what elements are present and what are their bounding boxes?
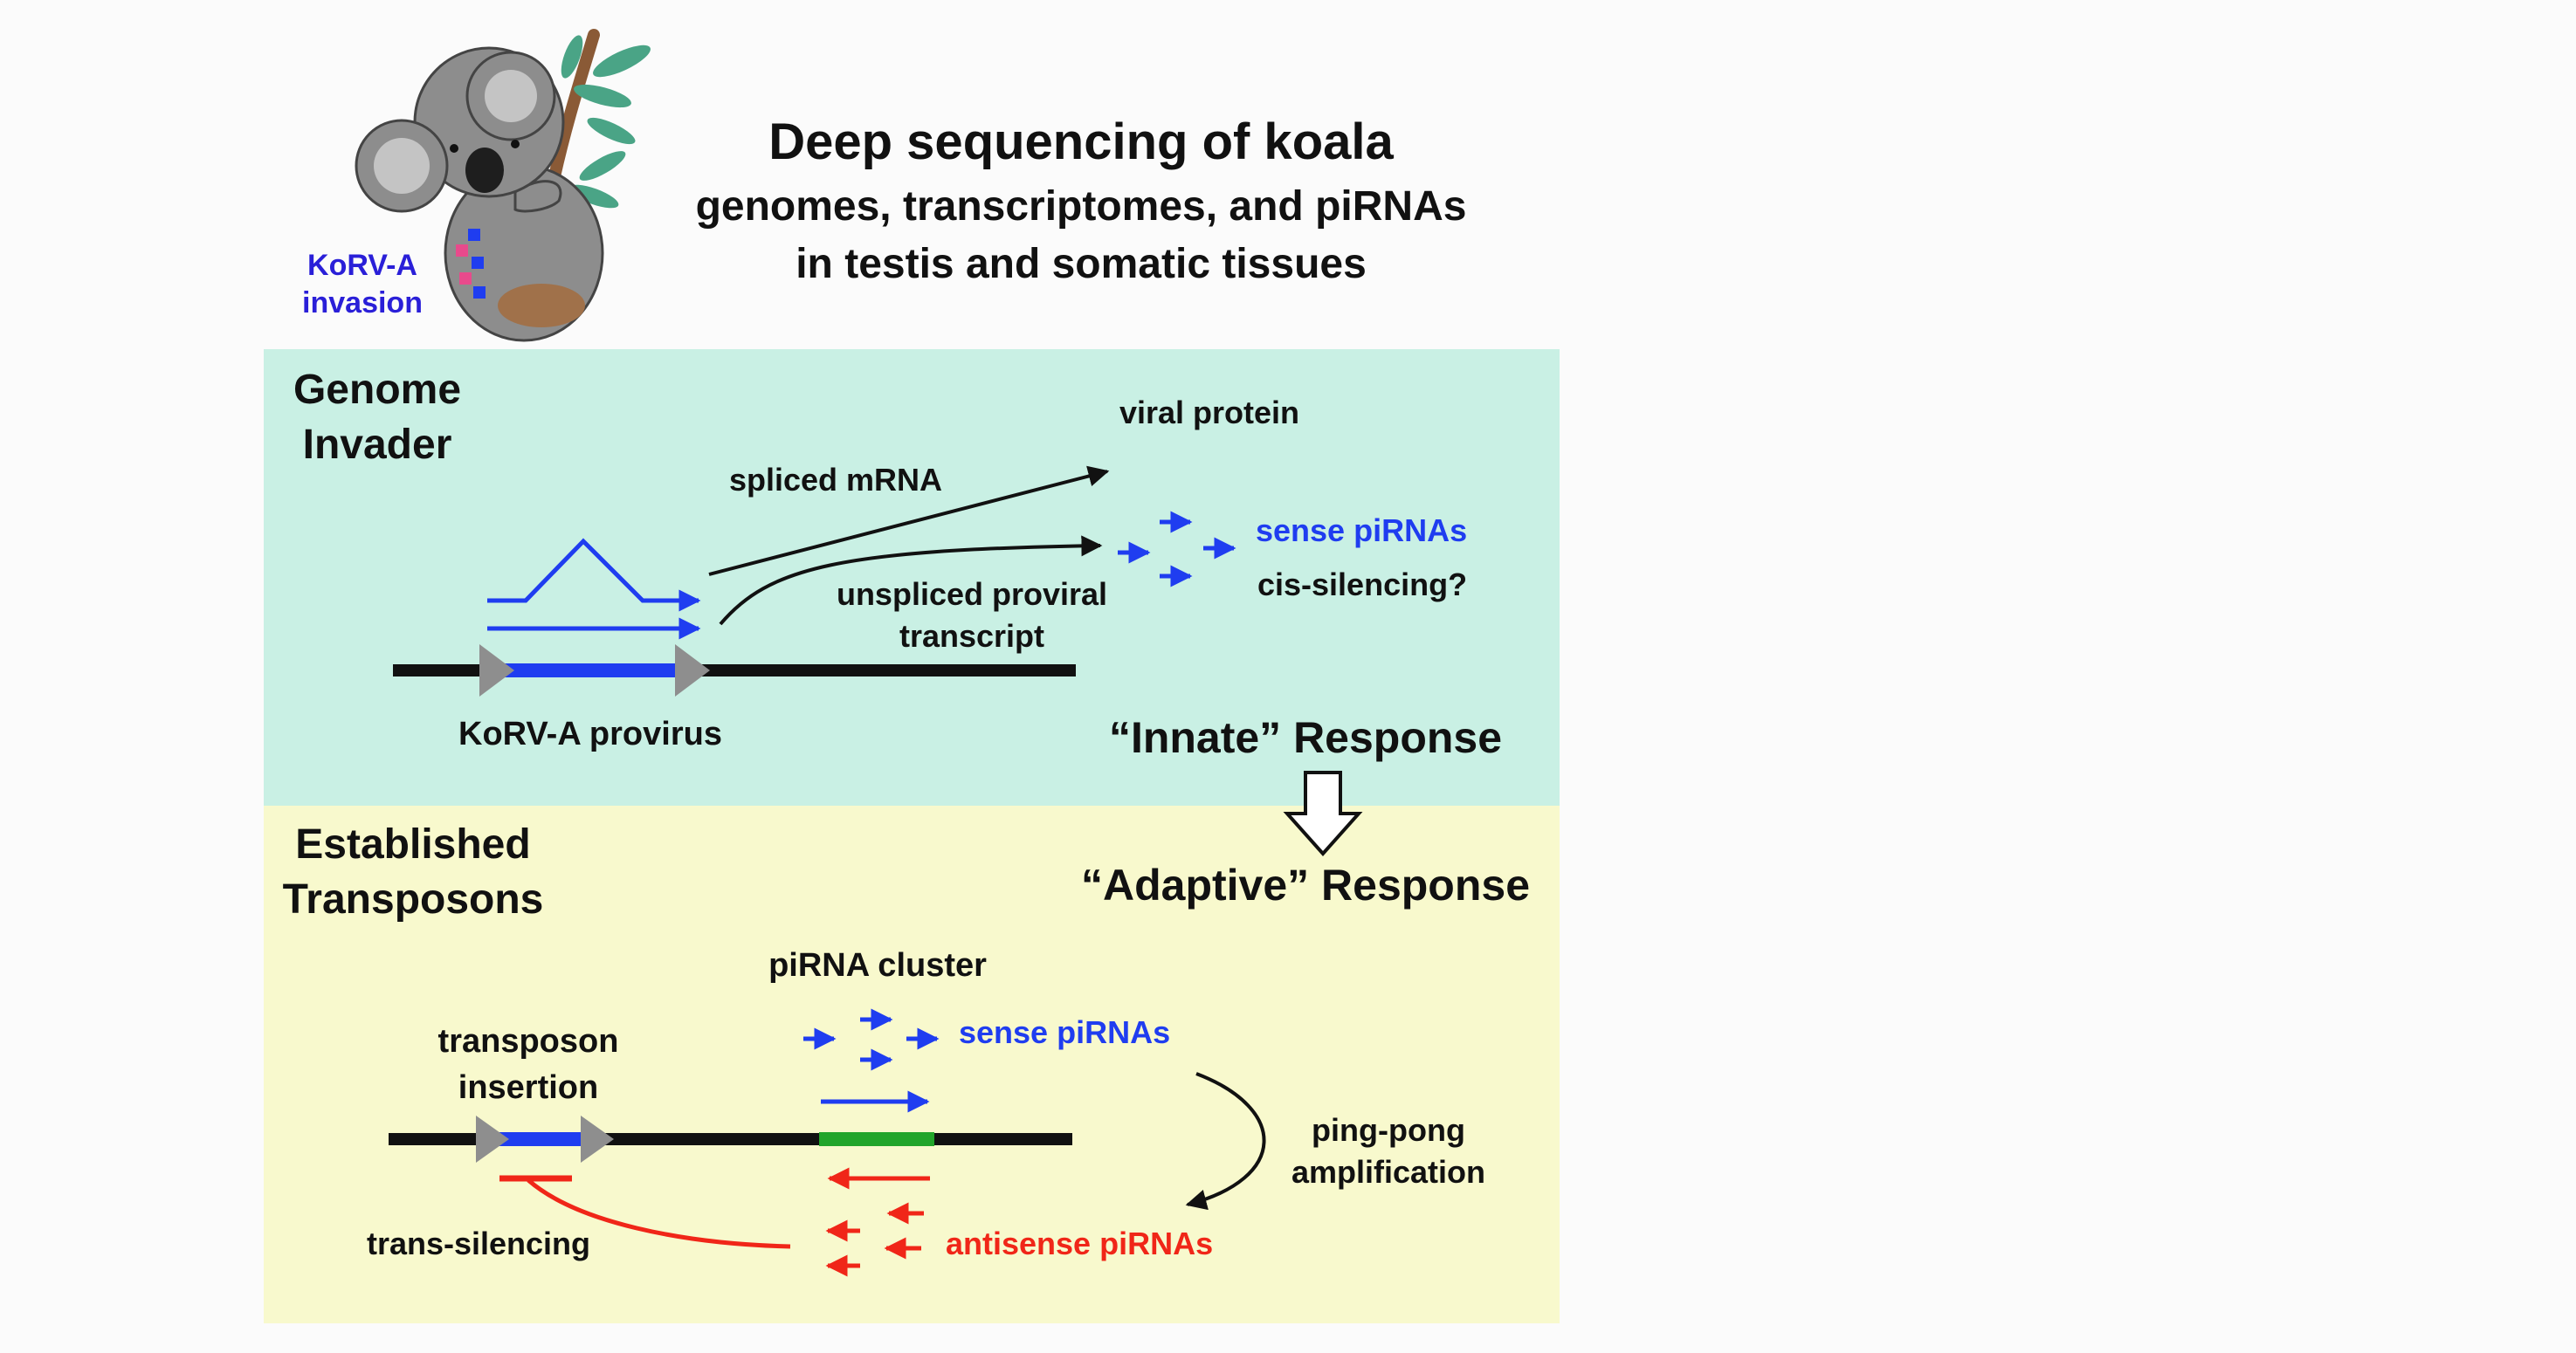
genome-invader-heading-line2: Invader [303,422,452,468]
antisense-pirnas-label: antisense piRNAs [946,1226,1213,1261]
innate-response-label: “Innate” Response [1109,713,1502,762]
trans-silencing-label: trans-silencing [367,1226,590,1261]
transposon-insertion-label-line1: transposon [438,1023,619,1060]
unspliced-label-line1: unspliced proviral [837,576,1107,612]
koala-label-line2: invasion [302,286,423,319]
established-heading-line2: Transposons [283,876,544,923]
transposon-ltr-right [581,1116,614,1163]
trans-silencing-line [527,1178,791,1249]
ping-pong-arrow [1185,1072,1266,1211]
genome-invader-heading-line1: Genome [293,367,461,413]
title-line1: Deep sequencing of koala [768,113,1394,170]
sense-pirnas-label-bottom: sense piRNAs [959,1014,1170,1050]
provirus-label: KoRV-A provirus [458,716,722,752]
ltr-right [675,644,710,697]
transposon-ltr-left [476,1116,509,1163]
spliced-transcript-line [487,538,701,612]
pirna-cluster-label: piRNA cluster [768,947,987,984]
ping-pong-label-line2: amplification [1291,1154,1485,1190]
sense-pirna-arrows-bottom [803,1008,940,1071]
koala-illustration [355,29,651,342]
spliced-mrna-label: spliced mRNA [729,462,942,498]
established-heading-line1: Established [295,821,530,868]
title-line3: in testis and somatic tissues [796,241,1367,287]
cis-silencing-label: cis-silencing? [1257,567,1467,602]
title-line2: genomes, transcriptomes, and piRNAs [696,183,1467,230]
unspliced-label-line2: transcript [899,618,1044,654]
sense-pirnas-label-top: sense piRNAs [1256,512,1467,548]
sense-pirna-arrows-top [1118,511,1236,587]
spliced-mrna-arrow [708,465,1110,576]
genome-invader-panel [264,349,1560,806]
innate-to-adaptive-arrow [1283,771,1363,857]
unspliced-transcript-arrow [719,535,1103,626]
transposon-insertion-label-line2: insertion [458,1069,598,1106]
adaptive-response-label: “Adaptive” Response [1081,861,1530,910]
viral-protein-label: viral protein [1119,395,1299,430]
koala-label-line1: KoRV-A [307,249,417,282]
established-transposons-panel [264,806,1560,1323]
antisense-pirna-arrows [825,1202,924,1277]
ltr-left [479,644,514,697]
ping-pong-label-line1: ping-pong [1312,1112,1465,1148]
